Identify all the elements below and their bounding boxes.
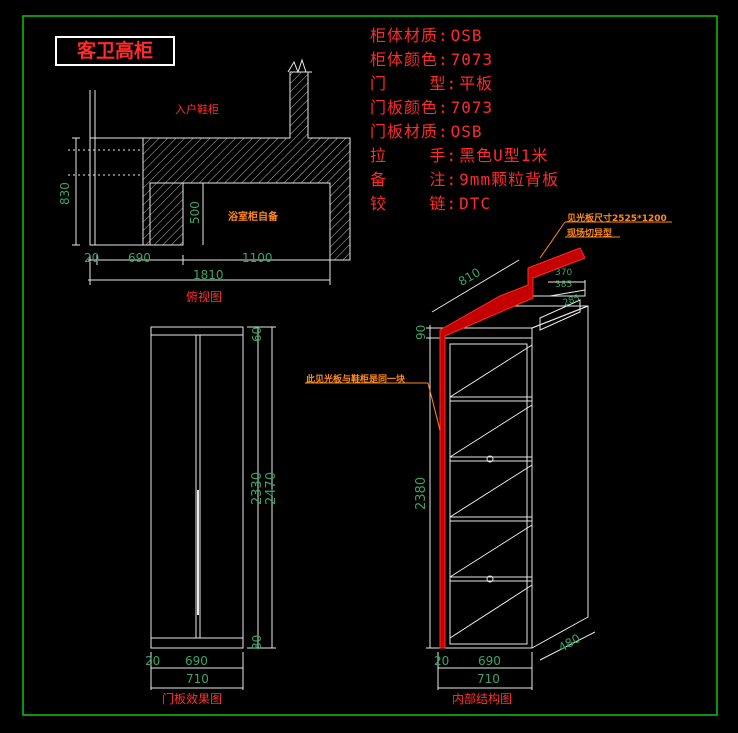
dim-690-top: 690 xyxy=(128,251,151,265)
spec-row: 铰 链:DTC xyxy=(370,194,492,213)
dim-2470: 2470 xyxy=(264,471,279,505)
drawing-border xyxy=(22,15,718,716)
caption-structure-view: 内部结构图 xyxy=(452,692,513,706)
dim-370: 370 xyxy=(555,268,573,278)
caption-top-view: 俯视图 xyxy=(186,290,223,304)
structure-view xyxy=(426,259,596,690)
spec-row: 柜体材质:OSB xyxy=(370,26,483,45)
spec-row: 柜体颜色:7073 xyxy=(370,50,494,69)
spec-row: 门 型:平板 xyxy=(370,74,494,93)
dim-20-top: 20 xyxy=(84,251,100,265)
drawing-title: 客卫高柜 xyxy=(55,36,175,66)
wall-break xyxy=(287,58,312,74)
caption-door-view: 门板效果图 xyxy=(162,692,223,706)
dim-2380: 2380 xyxy=(414,476,429,510)
note-cut: 现场切异型 xyxy=(567,229,613,239)
note-panel-size: 见光板尺寸2525*1200 xyxy=(567,214,667,224)
dim-20-door: 20 xyxy=(145,654,161,668)
label-entry-cabinet: 入户鞋柜 xyxy=(175,103,219,116)
spec-row: 门板颜色:7073 xyxy=(370,98,494,117)
visible-panel-red xyxy=(439,247,586,649)
dim-710-struct: 710 xyxy=(477,672,500,686)
dim-690-struct: 690 xyxy=(478,654,501,668)
dim-500: 500 xyxy=(188,201,202,224)
top-view xyxy=(68,58,351,285)
door-view xyxy=(150,326,276,690)
spec-row: 门板材质:OSB xyxy=(370,122,483,141)
dim-80: 80 xyxy=(250,634,264,650)
spec-row: 备 注:9mm颗粒背板 xyxy=(370,170,560,189)
dim-385: 385 xyxy=(555,280,573,290)
dim-20-struct: 20 xyxy=(434,654,450,668)
leaders xyxy=(305,221,672,431)
dim-830: 830 xyxy=(58,182,72,205)
dim-710-door: 710 xyxy=(186,672,209,686)
spec-row: 拉 手:黑色U型1米 xyxy=(370,146,549,165)
label-bath-cabinet: 浴室柜自备 xyxy=(228,212,278,223)
dim-1810: 1810 xyxy=(193,268,224,282)
dim-1100: 1100 xyxy=(242,251,273,265)
note-same-panel: 此见光板与鞋柜是同一块 xyxy=(306,375,406,385)
wall-outline xyxy=(89,72,351,261)
dim-90: 90 xyxy=(414,324,428,340)
dim-2330: 2330 xyxy=(250,471,265,505)
dim-690-door: 690 xyxy=(185,654,208,668)
dim-60: 60 xyxy=(250,326,264,342)
door-cabinet-outline xyxy=(150,326,244,649)
